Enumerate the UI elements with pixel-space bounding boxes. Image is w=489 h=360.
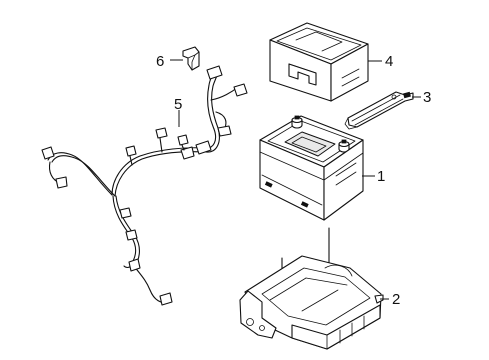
battery-icon	[259, 115, 364, 221]
hold-down-clamp-icon	[344, 91, 414, 130]
callout-3: 3	[423, 89, 431, 106]
leader-lines	[170, 59, 421, 300]
callout-6: 6	[156, 53, 164, 70]
callout-4: 4	[385, 53, 393, 70]
terminal-post-icon	[291, 115, 303, 129]
callout-1: 1	[377, 168, 385, 185]
callout-5: 5	[174, 96, 182, 113]
terminal-post-icon	[338, 139, 350, 153]
wiring-harness-icon	[41, 65, 248, 306]
battery-cover-icon	[269, 22, 369, 102]
bracket-clip-icon	[182, 46, 200, 71]
callout-2: 2	[392, 291, 400, 308]
battery-tray-icon	[239, 227, 384, 350]
